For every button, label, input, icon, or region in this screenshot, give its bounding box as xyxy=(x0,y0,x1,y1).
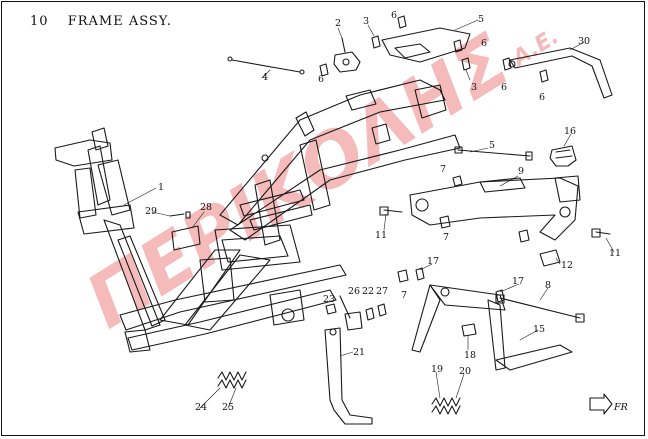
watermark-suffix: A.E. xyxy=(507,24,564,72)
callout-11b: 11 xyxy=(609,248,621,259)
callout-30: 30 xyxy=(578,36,590,47)
callout-5a: 5 xyxy=(478,14,484,25)
part-12-rubber xyxy=(539,249,561,267)
callout-25: 25 xyxy=(222,402,234,413)
part-2-bracket xyxy=(333,37,361,73)
part-6-bolts xyxy=(319,15,549,83)
leader-lines xyxy=(123,19,615,409)
part-17-pins xyxy=(415,267,505,303)
part-3-bolts xyxy=(371,35,471,71)
callout-23: 23 xyxy=(323,294,335,305)
callout-22: 22 xyxy=(362,286,374,297)
title-number: 10 xyxy=(30,14,49,29)
callout-19: 19 xyxy=(431,364,443,375)
callout-9: 9 xyxy=(518,166,524,177)
callout-5b: 5 xyxy=(489,140,495,151)
part-5-long-bolt xyxy=(454,146,533,161)
callout-8: 8 xyxy=(545,280,551,291)
callout-1: 1 xyxy=(158,182,164,193)
front-direction-label: FR xyxy=(613,402,628,413)
part-11-bolts xyxy=(379,206,611,238)
callout-7a: 7 xyxy=(440,164,446,175)
part-18-bushing xyxy=(461,323,477,337)
callout-28: 28 xyxy=(200,202,212,213)
part-19-20-springs xyxy=(431,397,461,415)
callout-12: 12 xyxy=(561,260,573,271)
callout-17a: 17 xyxy=(427,256,439,267)
callout-6d: 6 xyxy=(501,82,507,93)
callout-26: 26 xyxy=(348,286,360,297)
callout-6b: 6 xyxy=(481,38,487,49)
part-30-rear-grip xyxy=(508,47,613,99)
title-text: FRAME ASSY. xyxy=(67,14,172,29)
callout-2: 2 xyxy=(335,18,341,29)
callout-6c: 6 xyxy=(318,74,324,85)
callout-17b: 17 xyxy=(512,276,524,287)
callout-labels: 1 2 3 3 4 5 5 6 6 6 6 6 7 7 7 8 9 11 11 … xyxy=(145,10,628,413)
callout-21: 21 xyxy=(353,347,365,358)
callout-11a: 11 xyxy=(375,230,387,241)
callout-3b: 3 xyxy=(471,82,477,93)
part-16-damper xyxy=(549,145,577,167)
callout-7c: 7 xyxy=(443,232,449,243)
front-direction-arrow xyxy=(589,393,613,415)
callout-6e: 6 xyxy=(539,92,545,103)
callout-20: 20 xyxy=(459,366,471,377)
part-9-engine-hanger xyxy=(409,175,581,241)
callout-3a: 3 xyxy=(363,16,369,27)
part-29-screw xyxy=(169,211,191,219)
part-8-stand-shaft xyxy=(495,294,585,323)
diagram-title: 10 FRAME ASSY. xyxy=(30,14,172,29)
part-15-main-stand xyxy=(411,284,573,371)
part-21-side-stand xyxy=(324,327,373,425)
part-4-cable xyxy=(227,56,305,75)
part-24-25-springs xyxy=(217,371,247,389)
main-frame xyxy=(54,79,461,353)
callout-27: 27 xyxy=(376,286,388,297)
callout-6a: 6 xyxy=(391,10,397,21)
callout-16: 16 xyxy=(564,126,576,137)
part-5-upper-bracket xyxy=(381,27,471,63)
callout-18: 18 xyxy=(464,350,476,361)
side-stand-hardware xyxy=(325,295,387,331)
callout-4: 4 xyxy=(262,72,268,83)
callout-7b: 7 xyxy=(401,290,407,301)
callout-15: 15 xyxy=(533,324,545,335)
part-7-nuts xyxy=(397,175,530,283)
part-28-plate xyxy=(171,225,201,251)
callout-24: 24 xyxy=(195,402,207,413)
callout-29: 29 xyxy=(145,206,157,217)
